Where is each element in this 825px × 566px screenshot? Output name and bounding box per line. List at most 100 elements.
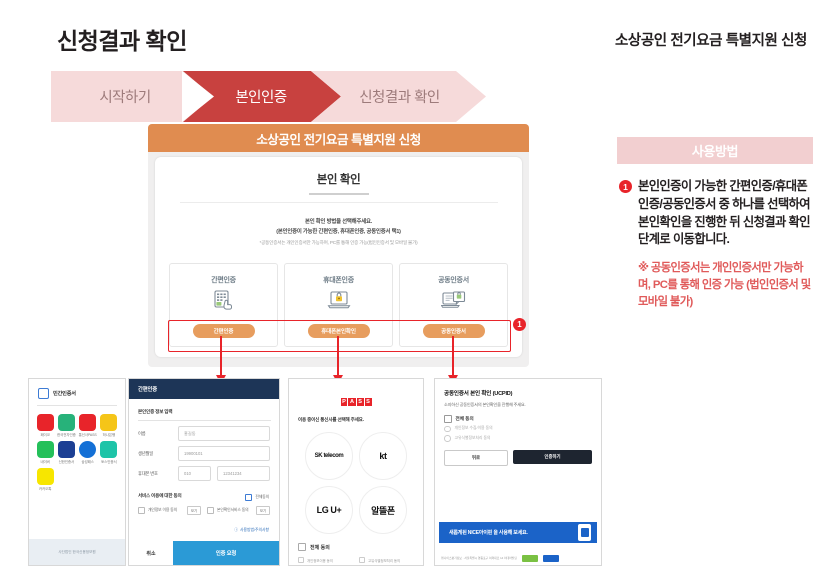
carrier-sk[interactable]: SK telecom <box>305 432 353 480</box>
checkbox-icon <box>138 507 145 514</box>
carrier-agree-all[interactable]: 전체 동의 <box>289 534 423 551</box>
provider-item[interactable]: 삼성패스 <box>78 441 98 465</box>
provider-list-header: 민간인증서 <box>29 379 125 399</box>
checkbox-icon <box>207 507 214 514</box>
name-label: 이름 <box>138 430 146 436</box>
certificate-icon <box>38 388 49 399</box>
phone-label: 휴대폰 번호 <box>138 470 158 476</box>
joint-term-label: 고유식별정보처리 동의 <box>454 435 491 440</box>
carrier-label: 알뜰폰 <box>371 505 395 516</box>
arrow-to-simple-auth <box>216 336 226 384</box>
consent-item[interactable]: 본인확인서비스 동의 보기 <box>207 506 270 515</box>
consent-label: 본인확인서비스 동의 <box>217 508 249 512</box>
provider-item[interactable]: 토스인증서 <box>99 441 119 465</box>
provider-item[interactable]: 한국전자인증 <box>56 414 76 438</box>
samsung-pass-icon <box>79 441 97 458</box>
phone-prefix-input[interactable]: 010 <box>178 466 211 481</box>
title-underline <box>308 193 369 195</box>
submit-button[interactable]: 인증 요청 <box>173 541 279 565</box>
step-label-1: 시작하기 <box>99 90 151 106</box>
provider-item[interactable]: 카카오톡 <box>35 468 55 492</box>
cert-auth-button[interactable]: 공동인증서 <box>422 324 485 338</box>
shinhan-icon <box>57 441 75 458</box>
carrier-term-item[interactable]: 고유식별정보처리 동의 <box>359 557 414 563</box>
provider-item[interactable]: 페이코 <box>35 414 55 438</box>
carrier-term-item[interactable]: 개인정보이용 동의 <box>298 557 353 563</box>
carrier-mvno[interactable]: 알뜰폰 <box>359 486 407 534</box>
naver-icon <box>36 441 54 458</box>
provider-name: 신한인증서 <box>58 460 75 464</box>
carrier-label: kt <box>379 451 387 461</box>
header-subject: 소상공인 전기요금 특별지원 신청 <box>614 33 807 49</box>
provider-name: 네이버 <box>40 460 50 464</box>
step-item-1[interactable]: 시작하기 <box>51 71 213 122</box>
auth-options: 간편인증 <box>169 263 508 347</box>
app-description: 본인 확인 방법을 선택해주세요. (본인인증이 가능한 간편인증, 휴대폰인증… <box>155 217 522 247</box>
fine-print-text: ㈜나이스평가정보 · 서울특별시 영등포구 여의대로 14 이데아빌딩 <box>441 556 517 561</box>
consent-label: 개인정보 이용 동의 <box>148 508 178 512</box>
screenshot-simple-auth-form: 간편인증 본인인증 정보 입력 이름 홍길동 생년월일 19900101 휴대폰… <box>128 378 280 566</box>
arrow-to-cert-auth <box>448 336 458 384</box>
usage-info-item: 1 본인인증이 가능한 간편인증/휴대폰인증/공동인증서 중 하나를 선택하여 … <box>619 178 811 249</box>
joint-cert-title: 공동인증서 본인 확인 (UCPID) <box>444 391 513 397</box>
cancel-button[interactable]: 취소 <box>129 541 173 565</box>
birth-input[interactable]: 19900101 <box>178 446 270 461</box>
joint-agree-all[interactable]: 전체 동의 <box>435 408 601 423</box>
carrier-lgu[interactable]: LG U+ <box>305 486 353 534</box>
callout-badge-1: 1 <box>513 318 526 331</box>
agree-all-checkbox[interactable]: 전체동의 <box>245 494 269 501</box>
checkbox-icon <box>298 557 304 563</box>
phone-auth-button[interactable]: 휴대폰본인확인 <box>307 324 370 338</box>
joint-term-item[interactable]: 고유식별정보처리 동의 <box>435 432 601 442</box>
nice-ipin-banner[interactable]: 새롭게된 NICE아이핀 을 사용해 보세요. <box>439 522 597 543</box>
provider-list-footer: 사단법인 한국신용정보원 <box>29 539 125 565</box>
carrier-label: SK telecom <box>314 453 344 459</box>
name-input[interactable]: 홍길동 <box>178 426 270 441</box>
hana-icon <box>100 414 118 431</box>
checkbox-icon <box>359 557 365 563</box>
joint-buttons: 뒤로 인증하기 <box>435 442 601 466</box>
phone-number-input[interactable]: 12341234 <box>217 466 270 481</box>
checkbox-icon <box>444 415 452 423</box>
provider-item[interactable]: 통신사PASS <box>78 414 98 438</box>
auth-option-cert[interactable]: 공동인증서 공동인증서 <box>399 263 508 347</box>
provider-item[interactable]: 하나은행 <box>99 414 119 438</box>
form-header: 간편인증 <box>129 379 279 399</box>
carrier-kt[interactable]: kt <box>359 432 407 480</box>
help-link[interactable]: ⓘ 사용방법/주의사항 <box>234 528 269 533</box>
usage-info-body: 1 본인인증이 가능한 간편인증/휴대폰인증/공동인증서 중 하나를 선택하여 … <box>617 164 813 311</box>
next-button[interactable]: 인증하기 <box>513 449 592 464</box>
carrier-instruction: 이용 중이신 통신사를 선택해 주세요. <box>298 417 364 422</box>
app-card-title: 본인 확인 <box>316 174 361 186</box>
help-link-label: 사용방법/주의사항 <box>240 528 269 532</box>
back-button[interactable]: 뒤로 <box>444 449 508 466</box>
auth-option-label-2: 휴대폰인증 <box>323 277 354 284</box>
provider-item[interactable]: 신한인증서 <box>56 441 76 465</box>
provider-name: 토스인증서 <box>101 460 117 464</box>
phone-icon <box>578 524 591 541</box>
simple-auth-button[interactable]: 간편인증 <box>192 324 255 338</box>
form-row-name: 이름 홍길동 <box>129 421 279 441</box>
provider-item[interactable]: 네이버 <box>35 441 55 465</box>
agree-all-label: 전체동의 <box>255 495 269 499</box>
form-footer: 취소 인증 요청 <box>129 541 279 565</box>
provider-name: 삼성패스 <box>81 460 94 464</box>
radio-icon <box>444 435 451 442</box>
consent-item[interactable]: 개인정보 이용 동의 보기 <box>138 506 201 515</box>
consent-view-button[interactable]: 보기 <box>186 506 201 515</box>
form-divider <box>137 420 271 421</box>
carrier-terms: 개인정보이용 동의 고유식별정보처리 동의 서비스이용약관 동의 통신사이용약관… <box>289 551 423 565</box>
auth-option-phone[interactable]: 휴대폰인증 휴대폰본인확인 <box>284 263 393 347</box>
step-label-3: 신청결과 확인 <box>359 90 440 106</box>
laptop-certificate-icon <box>400 290 507 310</box>
provider-name: 페이코 <box>40 433 50 437</box>
auth-option-simple[interactable]: 간편인증 <box>169 263 278 347</box>
page-title: 신청결과 확인 <box>57 28 187 54</box>
joint-agree-all-label: 전체 동의 <box>455 415 474 421</box>
birth-label: 생년월일 <box>138 450 154 456</box>
consent-view-button[interactable]: 보기 <box>255 506 270 515</box>
joint-term-item[interactable]: 개인정보 수집/이용 동의 <box>435 423 601 432</box>
